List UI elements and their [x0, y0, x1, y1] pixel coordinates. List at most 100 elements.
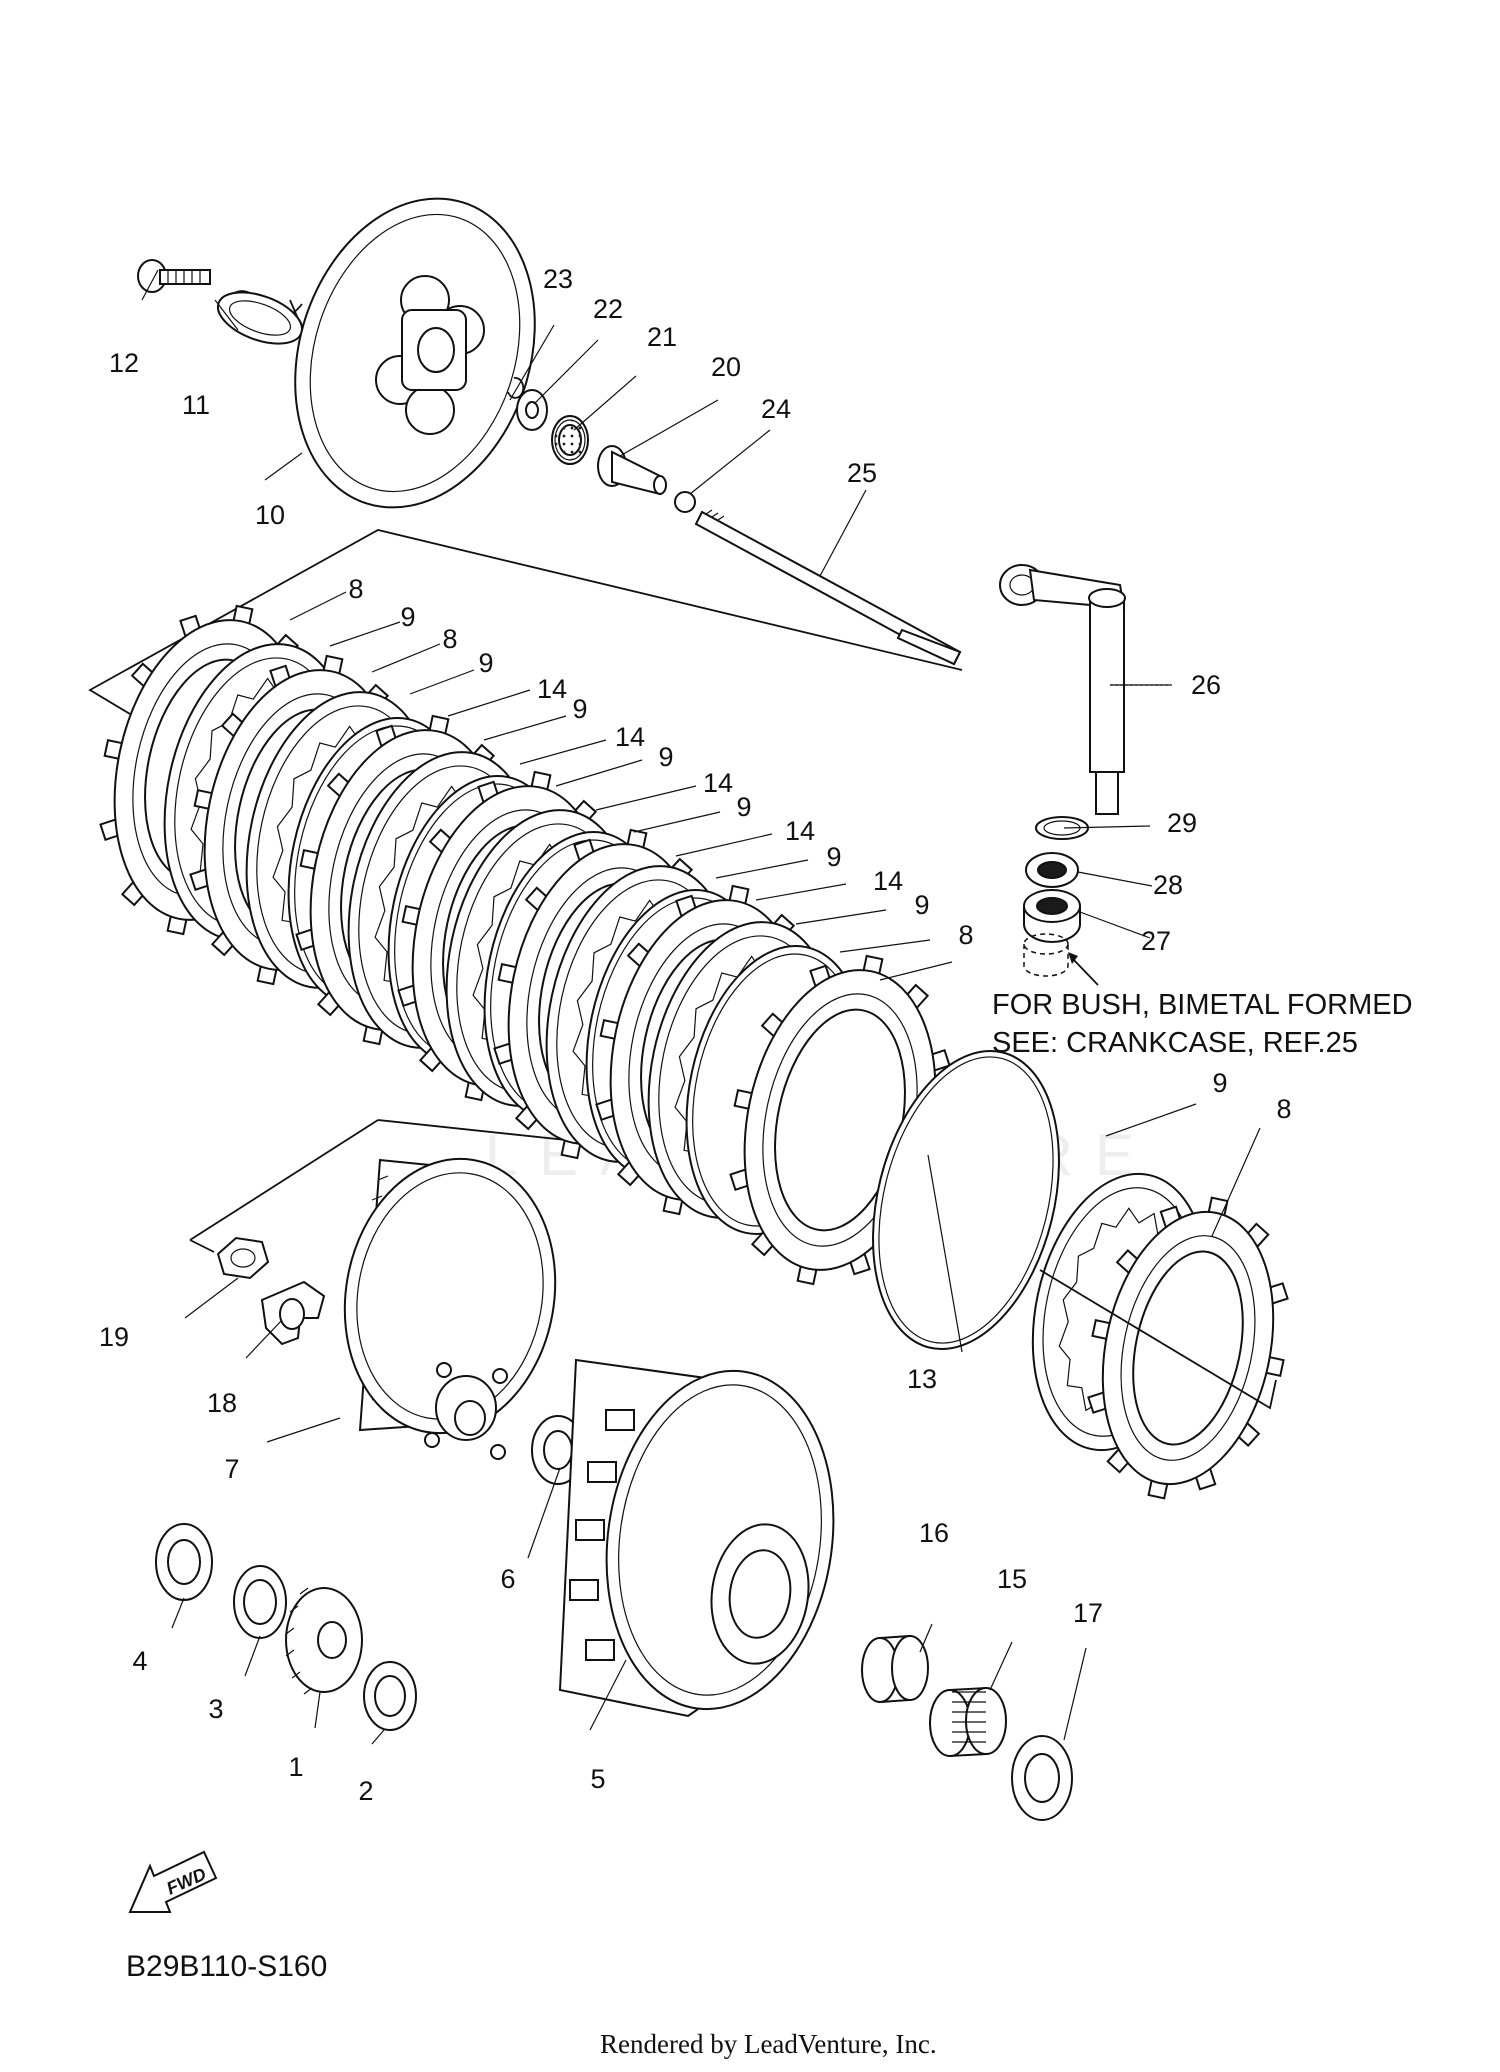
part-label-1: 1	[288, 1752, 303, 1782]
part-label-29: 29	[1167, 808, 1197, 838]
leader-line-18	[245, 1319, 283, 1359]
leader-line-8	[689, 429, 771, 495]
collar-16	[861, 1634, 929, 1704]
push-rod-25	[694, 509, 962, 666]
leader-line-26	[919, 1623, 933, 1653]
plate-leader-16	[879, 961, 953, 981]
credit-footer: Rendered by LeadVenture, Inc.	[600, 2029, 937, 2059]
leader-line-17	[184, 1277, 239, 1319]
fwd-arrow-icon: FWD	[128, 1850, 218, 1913]
part-label-14-1: 14	[537, 674, 567, 704]
leader-line-7	[619, 399, 719, 457]
washer-17	[1011, 1735, 1073, 1821]
part-label-8-4: 8	[1276, 1094, 1291, 1124]
part-label-7: 7	[224, 1454, 239, 1484]
leader-line-22	[171, 1597, 185, 1629]
push-lever-group	[999, 564, 1126, 986]
part-label-3: 3	[208, 1694, 223, 1724]
part-label-17: 17	[1073, 1598, 1103, 1628]
washer-28	[1025, 852, 1079, 888]
lower-stack-outline	[189, 1119, 1277, 1410]
part-label-14-3: 14	[703, 768, 733, 798]
plate-leader-14	[795, 909, 887, 925]
part-label-20: 20	[711, 352, 741, 382]
pressure-plate-group	[137, 197, 962, 666]
push-rod-20	[597, 445, 667, 496]
plate-leader-3	[371, 643, 441, 673]
plate-leader-2	[329, 621, 401, 647]
bolt-12	[137, 259, 211, 293]
leader-line-25	[371, 1729, 385, 1745]
pressure-plate-10	[294, 197, 536, 509]
diagram-code: B29B110-S160	[126, 1950, 327, 1983]
leader-line-9	[819, 489, 867, 577]
note-line-2: SEE: CRANKCASE, REF.25	[992, 1027, 1358, 1059]
leader-line-27	[989, 1641, 1013, 1691]
leader-line-11	[1063, 825, 1151, 829]
gear-1	[285, 1587, 363, 1695]
ball-24	[674, 491, 696, 513]
part-label-9-7: 9	[914, 890, 929, 920]
loose-plates	[1031, 1172, 1289, 1500]
leader-line-12	[1077, 871, 1153, 887]
part-label-28: 28	[1153, 870, 1183, 900]
leader-line-2	[214, 299, 239, 331]
leader-line-19	[266, 1417, 341, 1443]
leader-line-21	[589, 1659, 627, 1731]
plate-leader-1	[289, 591, 347, 621]
part-label-9-3: 9	[572, 694, 587, 724]
leader-line-6	[573, 375, 637, 431]
leader-line-15	[1105, 1103, 1197, 1137]
spring-11	[216, 290, 313, 345]
part-label-14-5: 14	[873, 866, 903, 896]
push-lever-26	[999, 564, 1126, 815]
plate-leader-6	[483, 715, 567, 741]
plate-leader-10	[633, 811, 721, 833]
part-label-8-2: 8	[442, 624, 457, 654]
part-label-9-6: 9	[826, 842, 841, 872]
plate-leader-15	[839, 939, 931, 953]
leader-line-5	[533, 339, 599, 405]
part-label-11: 11	[182, 390, 210, 420]
clutch-housing-5	[558, 1358, 835, 1718]
plate-leader-7	[519, 739, 607, 765]
part-label-14-4: 14	[785, 816, 815, 846]
leader-line-23	[244, 1635, 261, 1677]
part-label-8-3: 8	[958, 920, 973, 950]
part-label-19: 19	[99, 1322, 129, 1352]
thrust-washer-3	[233, 1565, 287, 1639]
plate-leader-5	[447, 689, 531, 717]
part-label-15: 15	[997, 1564, 1027, 1594]
part-label-9-4: 9	[658, 742, 673, 772]
leader-line-13	[1079, 911, 1151, 939]
part-label-18: 18	[207, 1388, 237, 1418]
part-label-14-2: 14	[615, 722, 645, 752]
needle-bearing-27	[1023, 889, 1081, 943]
part-label-26: 26	[1191, 670, 1221, 700]
part-label-6: 6	[500, 1564, 515, 1594]
leader-line-20	[527, 1467, 561, 1559]
part-label-4: 4	[132, 1646, 147, 1676]
bush-reference	[1023, 933, 1099, 986]
leader-line-3	[264, 452, 303, 481]
part-label-12: 12	[109, 348, 139, 378]
circlip-23	[507, 377, 525, 399]
leader-line-24	[314, 1691, 321, 1729]
leader-line-1	[141, 269, 159, 301]
plate-leader-4	[409, 669, 475, 695]
plate-leader-11	[675, 833, 773, 857]
clutch-boss-7	[343, 1157, 557, 1460]
collar-2	[363, 1661, 417, 1731]
needle-bearing-15	[929, 1686, 1007, 1758]
plate-leader-8	[555, 759, 643, 787]
part-label-5: 5	[590, 1764, 605, 1794]
friction-plate-loose-8	[1087, 1196, 1289, 1500]
part-label-9-5: 9	[736, 792, 751, 822]
part-label-21: 21	[647, 322, 677, 352]
plate-leader-13	[755, 883, 847, 901]
part-label-22: 22	[593, 294, 623, 324]
part-label-8-1: 8	[348, 574, 363, 604]
leader-line-4	[509, 324, 555, 401]
leader-line-16	[1211, 1127, 1261, 1237]
